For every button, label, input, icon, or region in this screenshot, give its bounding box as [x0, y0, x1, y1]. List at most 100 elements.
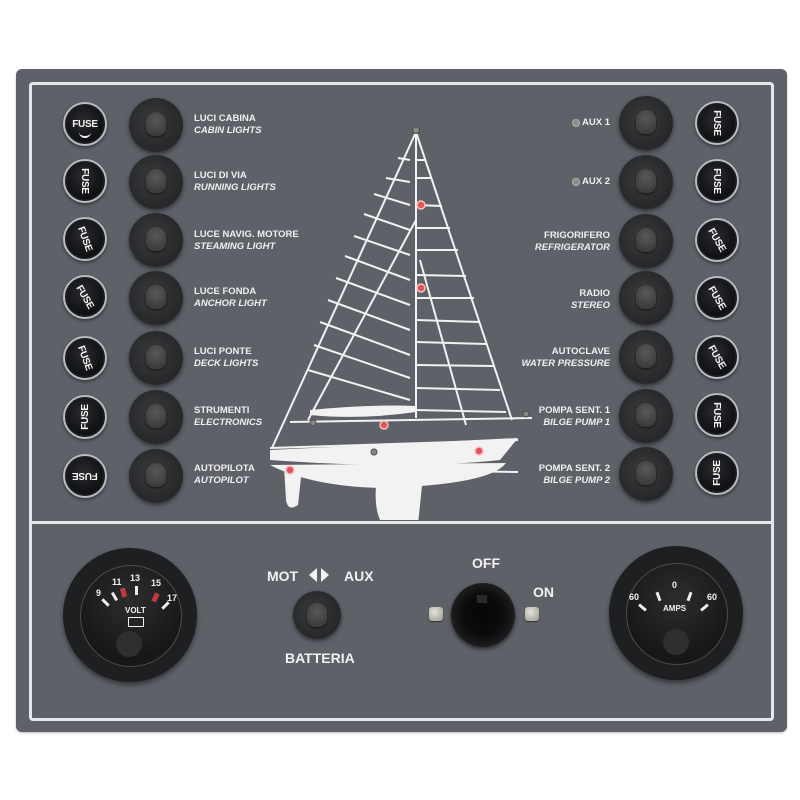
mot-label: MOT [267, 568, 299, 584]
ammeter [609, 546, 743, 680]
volt-scale-15: 15 [151, 578, 162, 588]
fuse-holder[interactable]: FUSE [63, 336, 107, 380]
fuse-holder[interactable]: FUSE [63, 159, 107, 203]
upper-frame [29, 82, 774, 523]
switch-lever [636, 344, 656, 368]
off-label: OFF [472, 555, 500, 571]
toggle-switch-aux-1[interactable] [619, 96, 673, 150]
rotate-arrow-icon [79, 130, 91, 138]
mounting-bolt [429, 607, 443, 621]
fuse-label: FUSE [711, 110, 723, 136]
switch-lever [636, 110, 656, 134]
amp-needle [0, 38, 3, 78]
battery-selector-switch[interactable] [293, 591, 341, 639]
voltmeter [63, 548, 197, 682]
fuse-holder[interactable]: FUSE [695, 393, 739, 437]
fuse-holder[interactable]: FUSE [63, 217, 107, 261]
switch-lever [307, 603, 327, 627]
aux-indicator-led [572, 119, 580, 127]
fuse-holder[interactable]: FUSE [695, 218, 739, 262]
toggle-switch-anchor-light[interactable] [129, 271, 183, 325]
toggle-switch-aux-2[interactable] [619, 155, 673, 209]
key-slot [477, 595, 487, 603]
toggle-switch-water-pressure[interactable] [619, 330, 673, 384]
switch-lever [636, 461, 656, 485]
toggle-switch-stereo[interactable] [619, 271, 673, 325]
fuse-holder[interactable]: FUSE [63, 102, 107, 146]
toggle-switch-autopilot[interactable] [129, 449, 183, 503]
toggle-switch-running-lights[interactable] [129, 155, 183, 209]
switch-lever [146, 345, 166, 369]
toggle-switch-deck-lights[interactable] [129, 331, 183, 385]
circuit-label: AUX 1 [582, 117, 610, 128]
battery-icon [128, 617, 144, 627]
steaming-light-indicator [416, 283, 426, 293]
toggle-switch-bilge-pump-2[interactable] [619, 447, 673, 501]
switch-lever [146, 404, 166, 428]
amp-scale-0: 0 [672, 580, 678, 590]
amp-unit-label: AMPS [663, 604, 687, 613]
mounting-bolt [525, 607, 539, 621]
main-battery-switch[interactable] [451, 583, 515, 647]
deck-light-indicator [379, 420, 389, 430]
fuse-label: FUSE [72, 118, 98, 130]
stern-light-indicator [285, 465, 295, 475]
fuse-holder[interactable]: FUSE [695, 101, 739, 145]
switch-lever [636, 228, 656, 252]
on-label: ON [533, 584, 554, 600]
fuse-label: FUSE [711, 402, 723, 428]
toggle-switch-electronics[interactable] [129, 390, 183, 444]
switch-lever [146, 285, 166, 309]
fuse-holder[interactable]: FUSE [695, 276, 739, 320]
fuse-label: FUSE [711, 168, 723, 194]
volt-scale-9: 9 [96, 588, 102, 598]
running-light-indicator [474, 446, 484, 456]
switch-lever [636, 169, 656, 193]
fuse-holder[interactable]: FUSE [63, 454, 107, 498]
section-divider [29, 521, 774, 524]
aux-indicator-led [572, 178, 580, 186]
toggle-switch-bilge-pump-1[interactable] [619, 389, 673, 443]
fuse-label: FUSE [711, 460, 723, 486]
fuse-label: FUSE [79, 168, 91, 194]
sailboat-diagram [270, 126, 533, 520]
masthead-light-indicator [416, 200, 426, 210]
fuse-holder[interactable]: FUSE [695, 451, 739, 495]
lower-frame [29, 521, 774, 721]
toggle-switch-cabin-lights[interactable] [129, 98, 183, 152]
fuse-holder[interactable]: FUSE [695, 159, 739, 203]
volt-needle [0, 7, 18, 31]
switch-lever [636, 285, 656, 309]
volt-scale-11: 11 [112, 577, 122, 587]
switch-lever [146, 112, 166, 136]
switch-lever [146, 463, 166, 487]
switch-lever [146, 227, 166, 251]
volt-scale-17: 17 [167, 593, 178, 603]
toggle-switch-steaming-light[interactable] [129, 213, 183, 267]
amp-scale-pos-60: 60 [707, 592, 718, 602]
fuse-holder[interactable]: FUSE [63, 395, 107, 439]
amp-scale-neg-60: 60 [629, 592, 640, 602]
fuse-label: FUSE [79, 404, 91, 430]
fuse-holder[interactable]: FUSE [63, 275, 107, 319]
volt-unit-label: VOLT [125, 606, 146, 615]
aux-label: AUX [344, 568, 374, 584]
volt-scale-13: 13 [130, 573, 141, 583]
circuit-label: AUX 2 [582, 176, 610, 187]
fuse-holder[interactable]: FUSE [695, 335, 739, 379]
batteria-label: BATTERIA [285, 650, 355, 666]
switch-lever [636, 403, 656, 427]
fuse-label: FUSE [72, 470, 98, 482]
toggle-switch-refrigerator[interactable] [619, 214, 673, 268]
